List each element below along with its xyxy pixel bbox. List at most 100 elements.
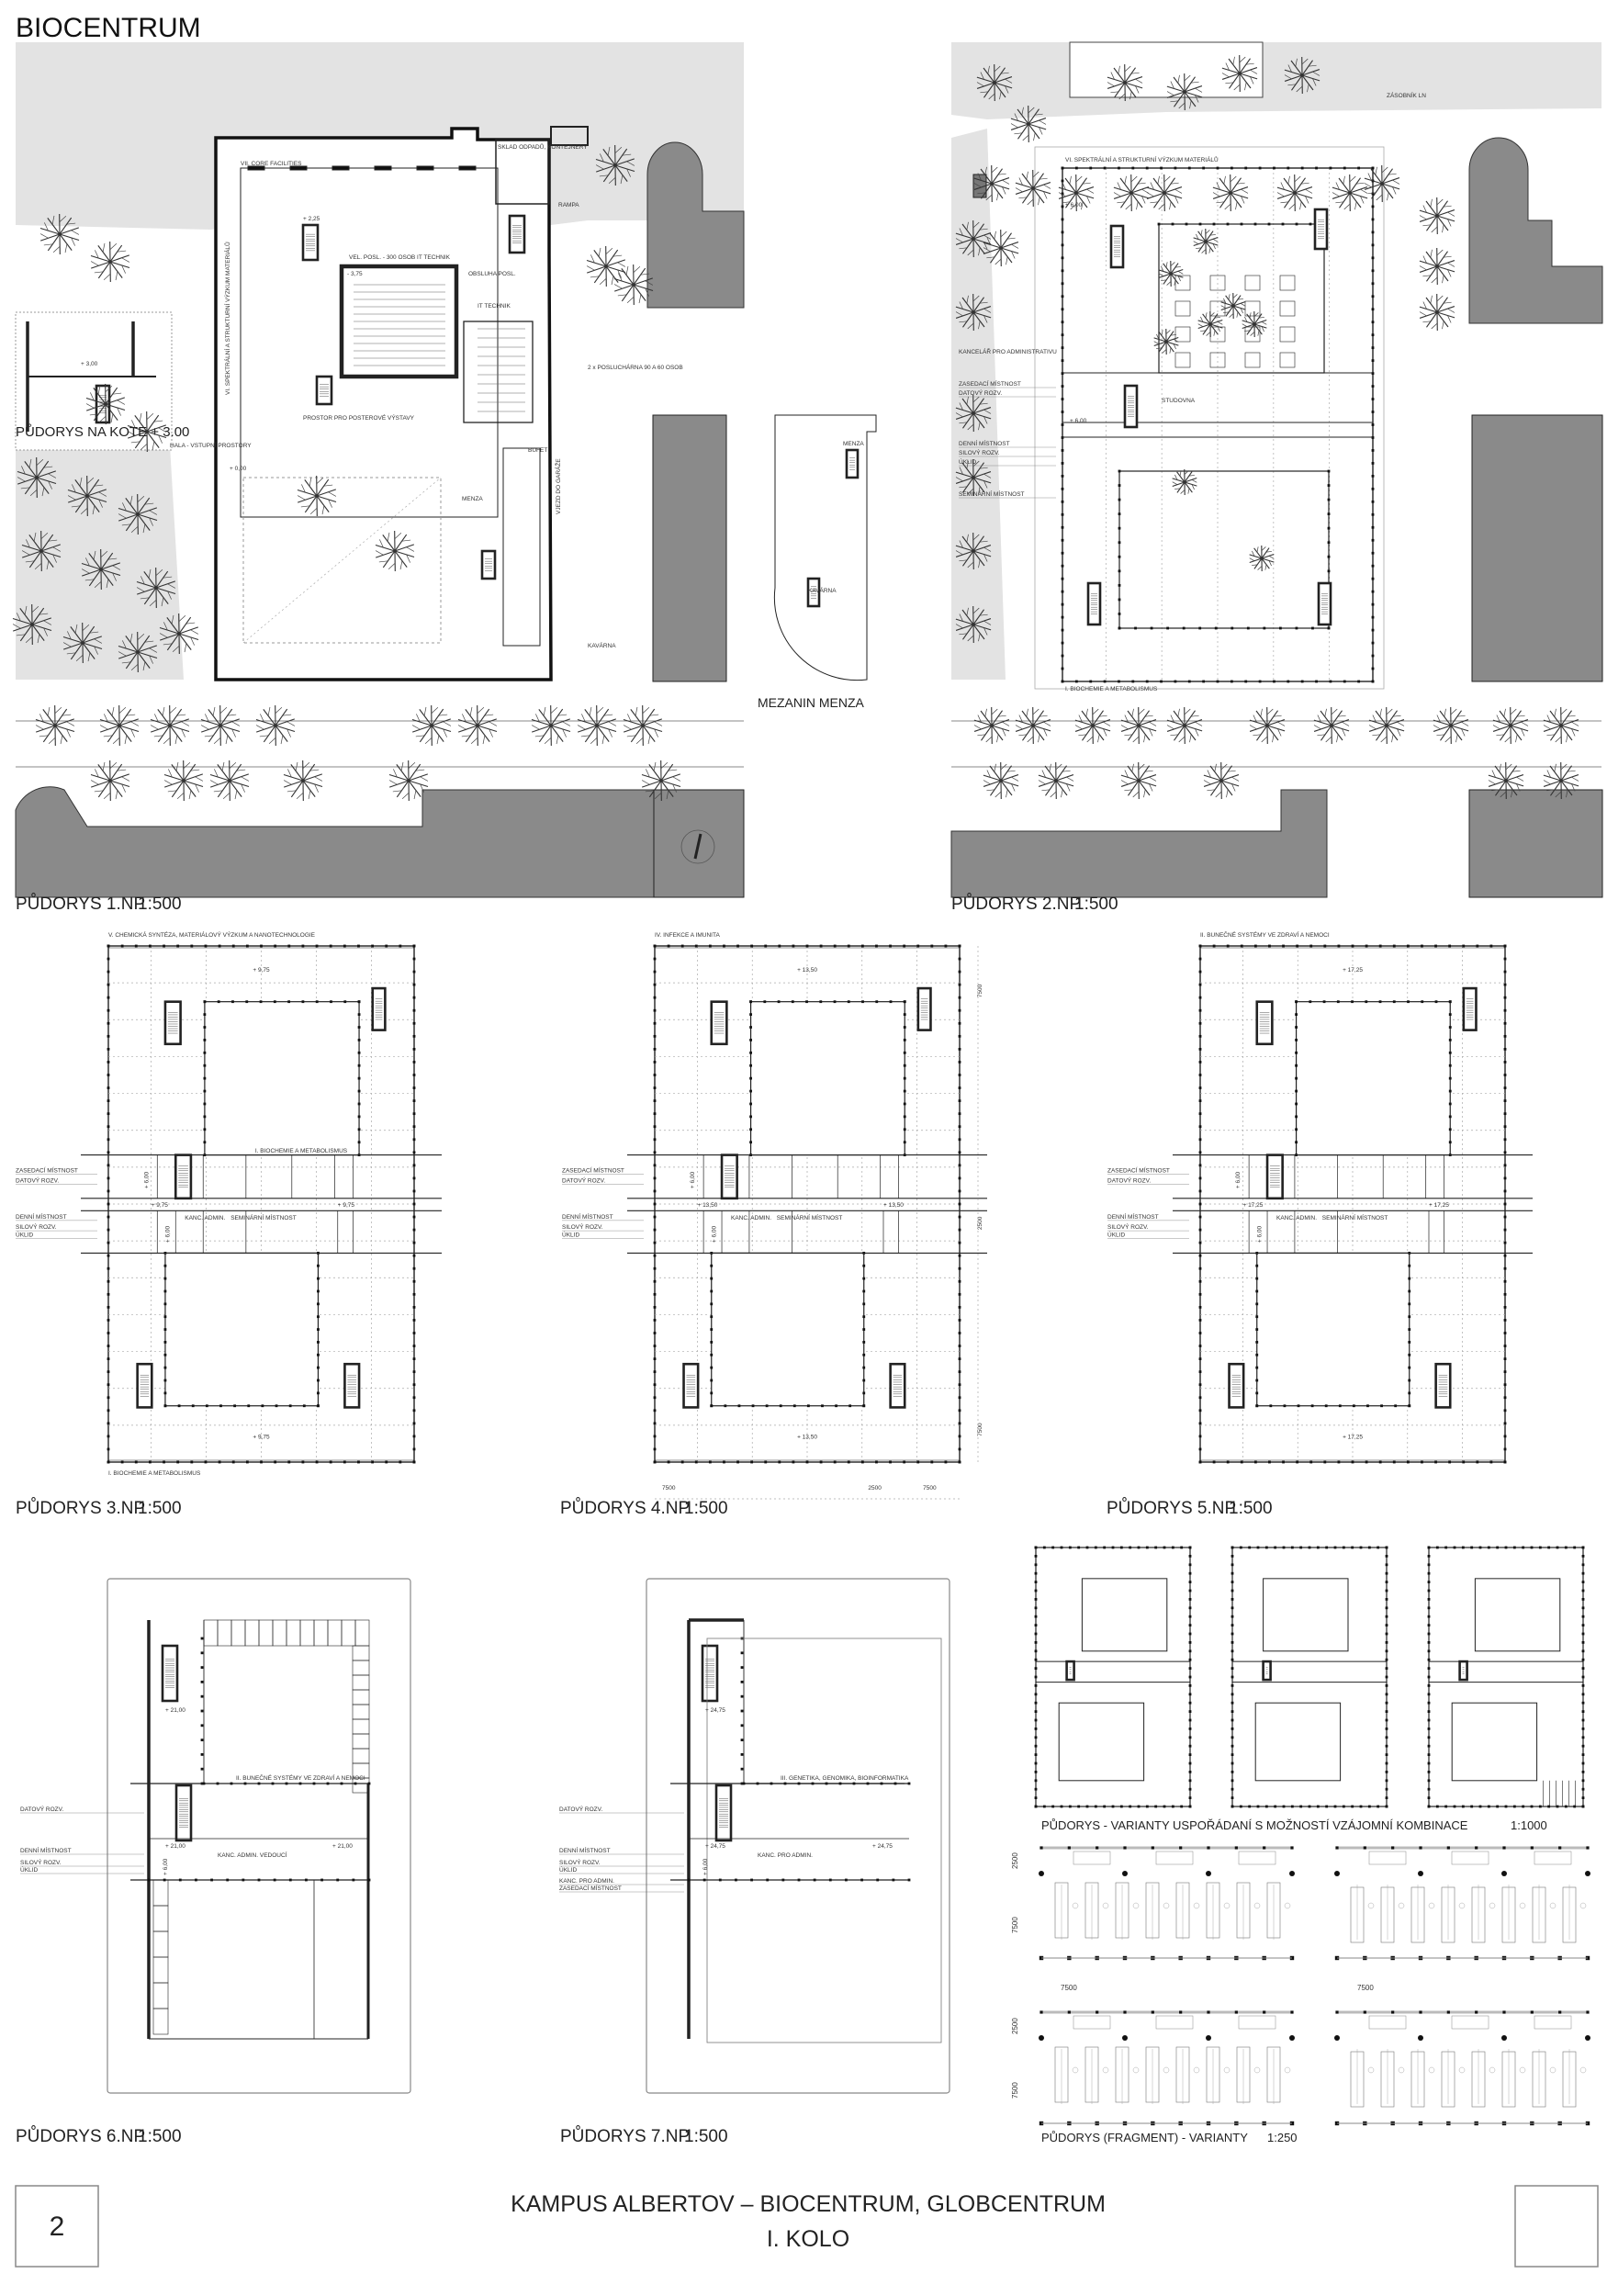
line	[1011, 243, 1019, 249]
column	[1255, 1366, 1259, 1369]
line	[149, 517, 153, 526]
column	[1581, 1615, 1585, 1618]
line	[955, 232, 974, 240]
line	[159, 626, 180, 635]
line	[1456, 715, 1466, 717]
column	[653, 1099, 657, 1102]
label: ÚKLID	[1107, 1231, 1125, 1239]
line	[420, 783, 424, 793]
facade-panel	[244, 1619, 260, 1647]
column	[944, 944, 948, 948]
column	[1337, 1460, 1341, 1464]
column	[958, 983, 961, 986]
line	[1166, 85, 1186, 93]
column	[1503, 1447, 1507, 1451]
column	[287, 1000, 291, 1004]
column	[367, 1878, 371, 1882]
line	[1028, 108, 1039, 125]
column	[1501, 1871, 1507, 1876]
label: 2500	[1011, 2018, 1019, 2034]
line	[1436, 249, 1444, 256]
column	[1427, 1684, 1431, 1687]
line	[1165, 262, 1168, 268]
line	[54, 718, 75, 726]
column	[1427, 1667, 1431, 1670]
column	[285, 1782, 288, 1785]
line	[39, 227, 61, 235]
column	[1239, 1546, 1242, 1549]
column	[653, 1008, 657, 1012]
line	[1187, 488, 1190, 494]
line	[130, 728, 135, 737]
line	[1301, 69, 1320, 76]
line	[1130, 175, 1138, 183]
tree-icon	[1158, 260, 1184, 287]
line	[1173, 76, 1186, 93]
line	[1447, 262, 1455, 267]
line	[1510, 725, 1529, 732]
column	[1051, 1805, 1055, 1808]
line	[962, 624, 974, 640]
line	[1313, 719, 1332, 726]
column	[1185, 222, 1188, 226]
column	[1503, 1125, 1507, 1129]
chair-icon	[1284, 2066, 1291, 2074]
column	[301, 1000, 305, 1004]
line	[1157, 175, 1160, 185]
column	[412, 1099, 416, 1102]
chair-icon	[1163, 1902, 1170, 1909]
column	[1118, 498, 1121, 501]
line	[150, 725, 171, 733]
column	[1371, 512, 1375, 516]
column	[315, 1000, 319, 1004]
column	[107, 1034, 110, 1038]
line	[31, 606, 39, 613]
line	[1113, 192, 1132, 199]
line	[167, 790, 177, 793]
facade-panel	[352, 1674, 370, 1691]
column	[1385, 1589, 1388, 1593]
line	[1436, 734, 1445, 737]
column	[231, 1000, 234, 1004]
column	[862, 1341, 866, 1344]
line	[1018, 715, 1023, 723]
column	[107, 1332, 110, 1334]
column	[163, 944, 165, 948]
column	[1427, 1787, 1431, 1791]
column	[1435, 1546, 1439, 1549]
column	[1325, 1805, 1329, 1808]
tree-icon	[1146, 174, 1183, 212]
wall	[371, 986, 387, 1031]
line	[977, 734, 986, 737]
line	[1177, 74, 1180, 84]
column	[1231, 1761, 1234, 1765]
column	[1418, 2035, 1423, 2041]
line	[531, 725, 552, 733]
line	[109, 261, 123, 278]
column	[107, 1048, 110, 1051]
line	[1132, 791, 1140, 798]
line	[1261, 326, 1264, 332]
line	[1276, 192, 1296, 199]
label: ZASEDACÍ MÍSTNOST	[1107, 1165, 1170, 1174]
tree-icon	[983, 761, 1019, 800]
line	[97, 385, 101, 395]
column	[1283, 1404, 1287, 1408]
column	[1188, 1736, 1192, 1739]
column	[317, 1404, 320, 1408]
line	[601, 735, 605, 745]
column	[412, 1422, 416, 1425]
line	[1566, 734, 1568, 743]
line	[111, 706, 115, 716]
column	[1427, 1736, 1431, 1739]
column	[1198, 1112, 1202, 1116]
line	[1261, 557, 1270, 569]
line	[477, 725, 498, 733]
line	[1184, 719, 1203, 726]
line	[1232, 305, 1242, 317]
line	[1488, 780, 1507, 787]
line	[1419, 209, 1438, 217]
line	[70, 642, 84, 660]
line	[1190, 715, 1199, 717]
column	[274, 1460, 277, 1464]
